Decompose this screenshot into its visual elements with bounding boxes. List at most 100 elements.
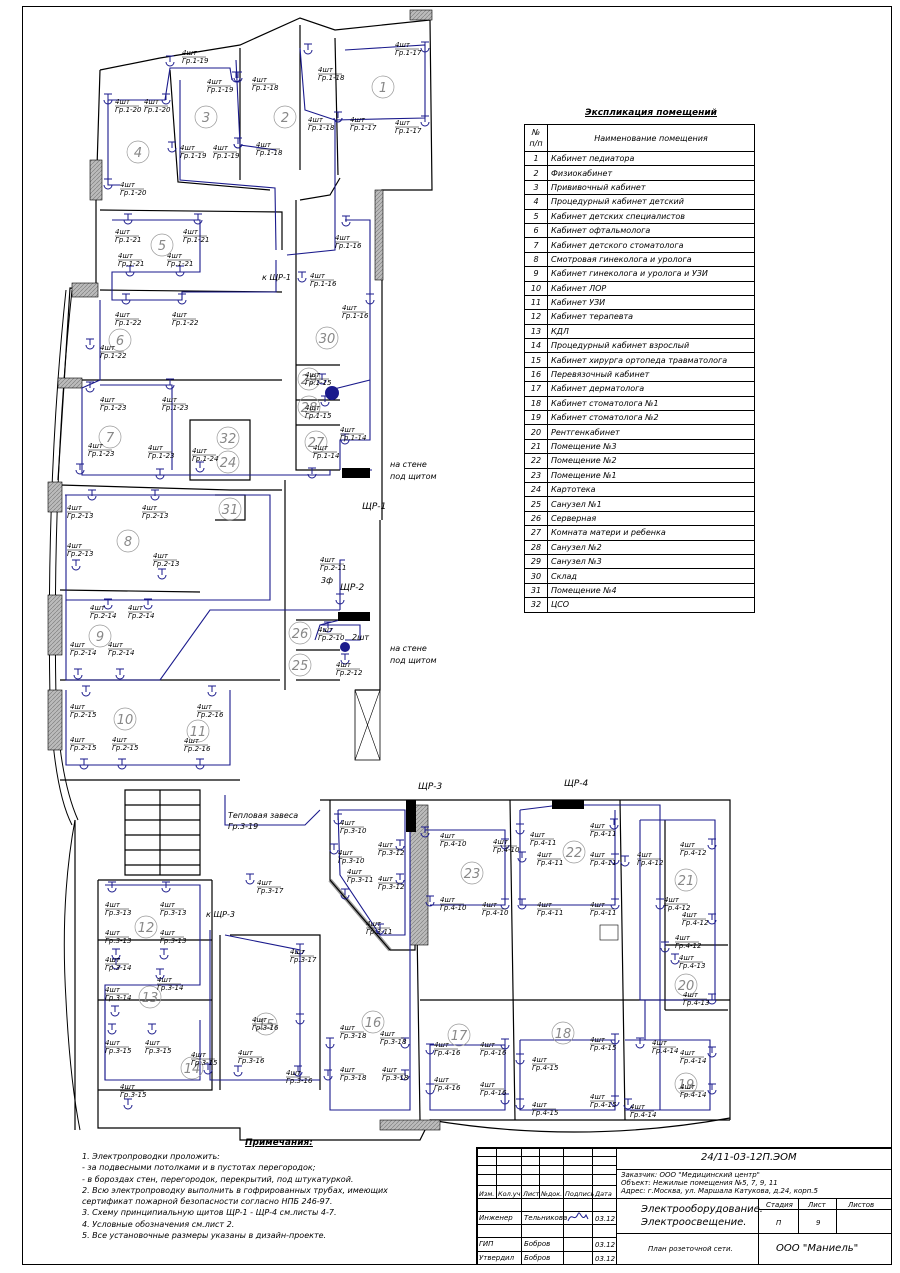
project-title-1: Электрооборудование.	[641, 1204, 763, 1215]
outlet-group-label: Гр.1-22	[172, 319, 199, 327]
room-name: Процедурный кабинет детский	[547, 194, 755, 210]
outlet-group-label: Гр.3-13	[160, 909, 186, 917]
socket-outlet-icon	[395, 873, 405, 885]
outlet-quantity: 4шт	[105, 1039, 121, 1047]
socket-outlet-icon	[340, 888, 350, 900]
outlet-quantity: 4шт	[537, 851, 553, 859]
room-number-label: 21	[678, 874, 695, 889]
room-number-label: 3	[202, 111, 210, 126]
socket-outlet-icon	[425, 1043, 435, 1055]
role-engineer: Инженер	[479, 1214, 513, 1222]
room-name: Кабинет хирурга ортопеда травматолога	[547, 352, 755, 368]
room-number-label: 12	[138, 921, 155, 936]
walls-lower	[74, 789, 731, 1141]
outlet-group-label: Гр.1-14	[313, 452, 339, 460]
socket-outlet-icon	[165, 55, 175, 67]
outlet-group-label: Гр.3-10	[340, 827, 367, 835]
room-number: 5	[524, 208, 548, 224]
outlet-group-label: Гр.4-11	[537, 909, 563, 917]
outlet-quantity: 4шт	[350, 116, 366, 124]
socket-outlet-icon	[177, 293, 187, 305]
outlet-quantity: 4шт	[590, 822, 606, 830]
socket-outlet-icon	[420, 115, 430, 127]
room-name: Кабинет педиатора	[547, 150, 755, 167]
outlet-quantity: 4шт	[590, 901, 606, 909]
outlet-group-label: Гр.3-18	[340, 1032, 367, 1040]
outlet-group-label: Гр.4-12	[675, 942, 702, 950]
socket-outlet-icon	[610, 1095, 620, 1107]
outlet-group-label: Гр.4-11	[590, 909, 616, 917]
role-gip: ГИП	[479, 1240, 494, 1248]
socket-outlet-icon	[81, 685, 91, 697]
room-name: Кабинет дерматолога	[547, 381, 755, 397]
room-number: 19	[524, 410, 548, 426]
room-name: Кабинет офтальмолога	[547, 222, 755, 239]
socket-outlet-icon	[103, 598, 113, 610]
socket-outlet-icon	[323, 621, 333, 633]
outlet-group-label: Гр.3-17	[290, 956, 317, 964]
outlet-quantity: 4шт	[630, 1103, 646, 1111]
outlet-group-label: Гр.4-15	[532, 1064, 559, 1072]
socket-outlet-icon	[420, 41, 430, 53]
outlet-group-label: Гр.3-10	[338, 857, 365, 865]
outlet-group-label: Гр.3-14	[157, 984, 183, 992]
plan-labels: к ЩР-1 ЩР-1 ЩР-2 ЩР-3 ЩР-4 на стене под …	[206, 273, 589, 919]
room-number-circle	[126, 140, 150, 164]
socket-outlet-icon	[195, 461, 205, 473]
socket-outlet-icon	[635, 1037, 645, 1049]
room-number: 24	[524, 481, 548, 498]
outlet-quantity: 4шт	[530, 831, 546, 839]
label-shr1: ЩР-1	[362, 502, 386, 512]
socket-outlet-icon	[610, 1033, 620, 1045]
socket-outlet-icon	[295, 1013, 305, 1025]
outlet-quantity: 4шт	[313, 444, 329, 452]
facade-lower	[63, 804, 619, 1131]
room-number-circle	[134, 915, 158, 939]
room-number: 23	[524, 467, 548, 483]
room-name: Смотровая гинеколога и уролога	[547, 251, 755, 268]
outlet-quantity: 4шт	[590, 1093, 606, 1101]
room-number-circle	[460, 861, 484, 885]
outlet-group-label: Гр.3-18	[380, 1038, 407, 1046]
outlet-group-label: Гр.3-13	[105, 937, 131, 945]
outlet-group-label: Гр.3-13	[105, 909, 131, 917]
outlet-group-label: Гр.4-14	[652, 1047, 678, 1055]
outlet-quantity: 4шт	[378, 841, 394, 849]
room-number-label: 1	[379, 81, 387, 96]
socket-outlet-icon	[707, 993, 717, 1005]
group-labels: 4штГр.1-174штГр.1-174штГр.1-174штГр.1-18…	[67, 41, 709, 1119]
room-number-label: 18	[555, 1027, 572, 1042]
label-under-panel-1: под щитом	[390, 472, 437, 481]
room-number: 10	[524, 280, 548, 296]
outlet-quantity: 4шт	[440, 896, 456, 904]
room-number: 13	[524, 323, 548, 340]
socket-outlet-icon	[245, 873, 255, 885]
outlet-group-label: Гр.3-12	[378, 883, 405, 891]
outlet-group-label: Гр.1-19	[213, 152, 240, 160]
socket-outlet-icon	[395, 839, 405, 851]
outlet-quantity: 4шт	[482, 901, 498, 909]
room-number-label: 13	[142, 991, 159, 1006]
stage-label: Стадия	[766, 1201, 793, 1209]
outlet-quantity: 4шт	[318, 626, 334, 634]
room-name: Кабинет гинеколога и уролога и УЗИ	[547, 266, 755, 282]
room-number-circle	[273, 105, 297, 129]
label-on-wall-2: на стене	[390, 644, 427, 653]
outlet-group-label: Гр.1-21	[167, 260, 193, 268]
facade-upper	[47, 9, 433, 826]
label-to-shr3: к ЩР-3	[206, 910, 235, 919]
outlet-group-label: Гр.4-10	[493, 846, 520, 854]
room-number-circle	[186, 719, 210, 743]
room-number-label: 9	[96, 630, 104, 645]
room-number-label: 32	[220, 432, 237, 447]
outlet-group-label: Гр.1-24	[192, 455, 218, 463]
socket-outlet-icon	[323, 1069, 333, 1081]
room-name: Кабинет терапевта	[547, 309, 755, 325]
outlet-group-label: Гр.2-16	[197, 711, 224, 719]
outlet-group-label: Гр.3-14	[105, 964, 131, 972]
outlet-quantity: 4шт	[148, 444, 164, 452]
